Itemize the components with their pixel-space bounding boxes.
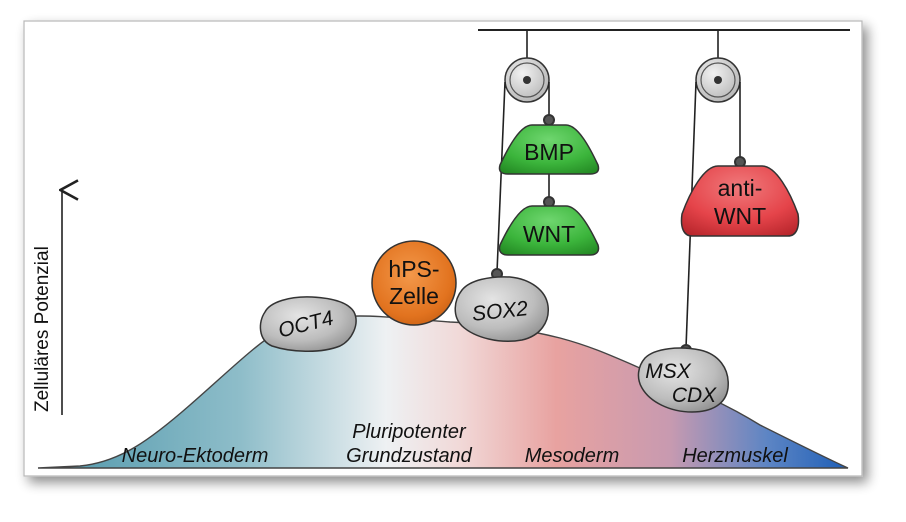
rock-msx-label: MSX bbox=[645, 360, 692, 383]
weight-wnt: WNT bbox=[498, 205, 600, 256]
weight-anti-wnt-label-1: anti- bbox=[718, 175, 763, 201]
rock-sox2: SOX2 bbox=[454, 276, 549, 342]
pulley-right bbox=[695, 30, 741, 103]
pulley-left bbox=[504, 30, 550, 103]
axis-label: Zelluläres Potenzial bbox=[32, 246, 53, 412]
rock-cdx-label: CDX bbox=[672, 384, 717, 407]
hps-cell-label-1: hPS- bbox=[388, 256, 439, 282]
rock-oct4: OCT4 bbox=[259, 296, 357, 353]
rock-msx-cdx: MSX CDX bbox=[637, 347, 729, 413]
weight-bmp: BMP bbox=[498, 124, 600, 175]
weight-anti-wnt: anti- WNT bbox=[680, 165, 800, 237]
region-pluripotent-line2: Grundzustand bbox=[346, 445, 473, 467]
potential-hill bbox=[37, 315, 849, 469]
weight-anti-wnt-label-2: WNT bbox=[714, 203, 766, 229]
hps-cell-label-2: Zelle bbox=[389, 283, 439, 309]
region-mesoderm: Mesoderm bbox=[525, 445, 619, 467]
weight-wnt-label: WNT bbox=[523, 221, 575, 247]
hps-cell: hPS- Zelle bbox=[371, 240, 457, 326]
region-herzmuskel: Herzmuskel bbox=[682, 445, 788, 467]
region-neuro-ektoderm: Neuro-Ektoderm bbox=[122, 445, 269, 467]
region-pluripotent-line1: Pluripotenter bbox=[352, 421, 467, 443]
weight-bmp-label: BMP bbox=[524, 139, 574, 165]
